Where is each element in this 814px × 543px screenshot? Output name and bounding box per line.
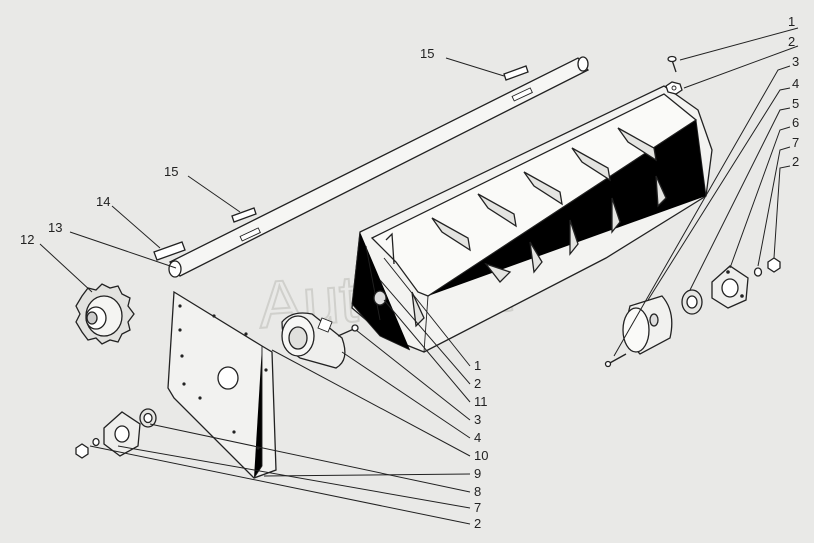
bolt-4 [337, 324, 359, 337]
bolt-1-top [667, 55, 677, 73]
nut-2-right [767, 257, 781, 273]
bearing-housing [281, 312, 346, 369]
washer-7-right [753, 267, 763, 277]
callout-15-left: 15 [164, 164, 178, 179]
callout-4-bottom: 4 [474, 430, 481, 445]
callout-4: 4 [792, 76, 799, 91]
callout-10: 10 [474, 448, 488, 463]
callout-9: 9 [474, 466, 481, 481]
callout-6: 6 [792, 115, 799, 130]
flange-5 [711, 265, 749, 309]
shaft [168, 56, 590, 278]
key-15-left [231, 207, 257, 223]
flange-7-bottom [103, 411, 141, 457]
callout-5: 5 [792, 96, 799, 111]
callout-11: 11 [474, 394, 488, 409]
leaders-bottom [89, 257, 471, 525]
callouts-top-right: 1 2 3 4 5 6 7 2 [788, 14, 799, 169]
callouts-left: 15 15 14 13 12 [20, 46, 434, 247]
callout-2-bottom: 2 [474, 376, 481, 391]
leaders-left [39, 57, 505, 293]
callout-8: 8 [474, 484, 481, 499]
callout-7-bottom: 7 [474, 500, 481, 515]
nut-2-bottom [75, 443, 89, 459]
flange-plate [167, 290, 277, 479]
sprocket [75, 283, 135, 345]
callout-2b: 2 [792, 154, 799, 169]
callout-1: 1 [788, 14, 795, 29]
leaders-top-right [613, 27, 799, 357]
callout-14: 14 [96, 194, 110, 209]
key-14 [153, 241, 186, 261]
callout-3: 3 [792, 54, 799, 69]
key-15-top [503, 65, 529, 81]
bearing-8-bottom [139, 408, 157, 428]
nut-2-top [665, 81, 683, 95]
bearing-4 [681, 289, 703, 315]
callout-3-bottom: 3 [474, 412, 481, 427]
callout-2: 2 [788, 34, 795, 49]
hopper-body [351, 85, 713, 353]
callout-12: 12 [20, 232, 34, 247]
callout-13: 13 [48, 220, 62, 235]
bolt-1-right [604, 353, 627, 368]
callout-2-last: 2 [474, 516, 481, 531]
bearing-cup [622, 295, 673, 355]
callout-15-top: 15 [420, 46, 434, 61]
callouts-bottom: 1 2 11 3 4 10 9 8 7 2 [474, 358, 488, 531]
washer-bottom [92, 437, 100, 447]
callout-1-bottom: 1 [474, 358, 481, 373]
callout-7: 7 [792, 135, 799, 150]
